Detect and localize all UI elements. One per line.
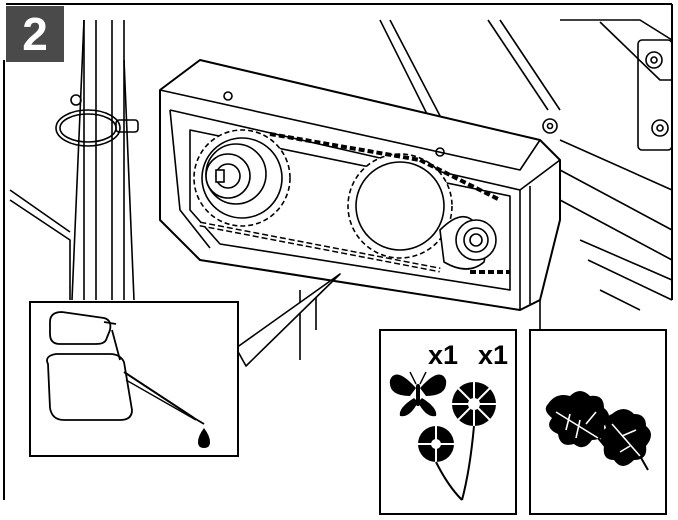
oil-can-icon bbox=[46, 311, 205, 425]
cable-tie bbox=[55, 94, 139, 147]
oil-drop-icon bbox=[198, 428, 210, 448]
drive-chain bbox=[199, 132, 510, 274]
leaf-icon bbox=[545, 391, 651, 471]
chain-guard-edges bbox=[159, 89, 561, 310]
quantity-label-butterfly: x1 bbox=[428, 340, 459, 370]
butterfly-icon bbox=[389, 371, 447, 417]
step-number-badge: 2 bbox=[6, 6, 64, 62]
callout-pointer bbox=[235, 273, 341, 367]
right-sprocket bbox=[347, 153, 497, 270]
left-sprocket bbox=[193, 129, 291, 227]
quantity-label-flower: x1 bbox=[478, 340, 509, 370]
machine-frame-background bbox=[9, 19, 673, 360]
flower-icon bbox=[418, 382, 496, 501]
